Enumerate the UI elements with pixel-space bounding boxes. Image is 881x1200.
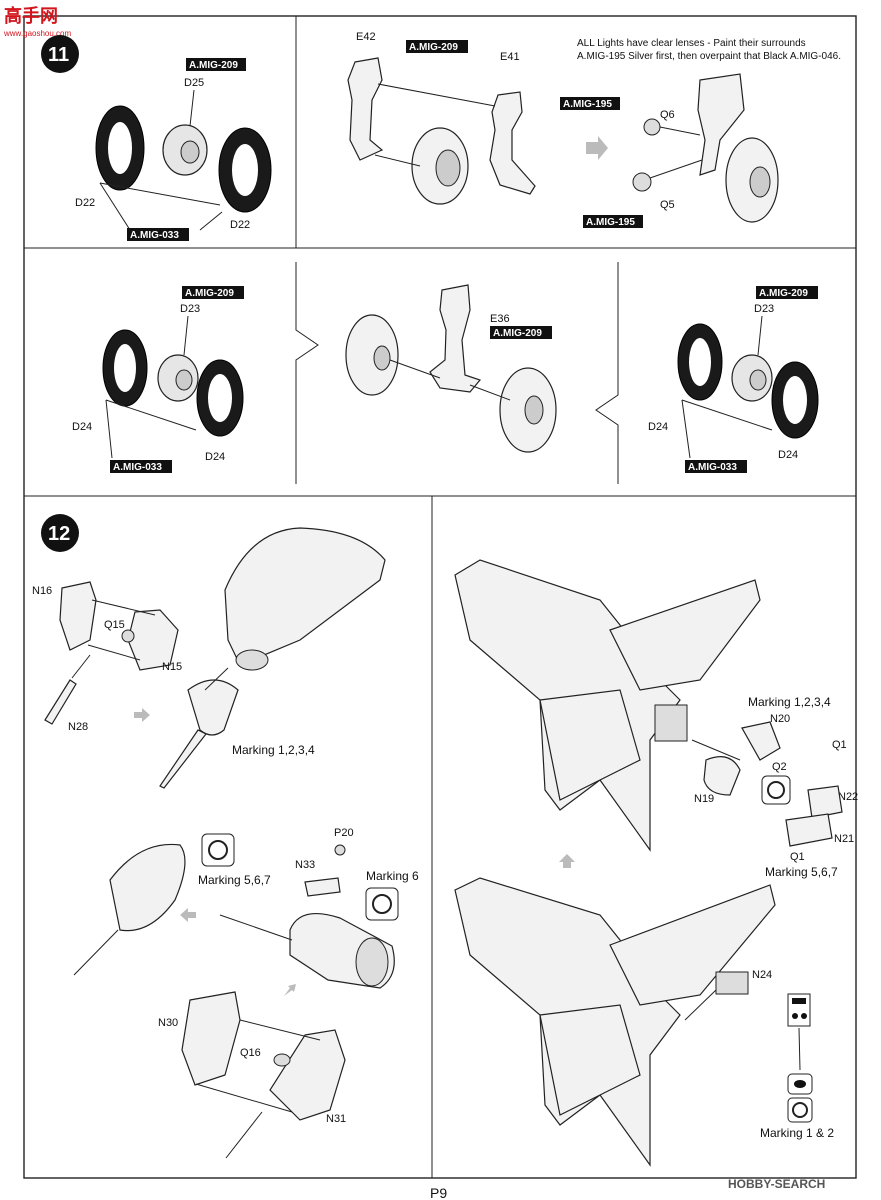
svg-text:12: 12 [48,523,70,545]
svg-text:A.MIG-209: A.MIG-209 [759,288,808,299]
part-label: D22 [230,219,250,231]
part-label: N24 [752,969,772,981]
nose-cone-assembly [44,527,386,789]
svg-text:A.MIG-195: A.MIG-195 [586,217,635,228]
part-label: Q2 [772,761,787,773]
decal-sheet-icon [787,993,811,1071]
svg-text:A.MIG-195: A.MIG-195 [563,99,612,110]
part-n20 [741,721,781,761]
svg-text:11: 11 [48,44,69,66]
arrow-icon [134,708,150,722]
rotate-icon [787,1097,813,1123]
svg-text:A.MIG-209: A.MIG-209 [185,288,234,299]
part-label: D24 [778,449,798,461]
part-label: D22 [75,197,95,209]
row2-nose-gear [345,284,557,453]
arrow-up-icon [559,854,575,868]
part-label: Q6 [660,109,675,121]
marking-label: Marking 5,6,7 [198,873,271,887]
svg-text:高手网: 高手网 [4,5,58,26]
rotate-icon [201,833,235,867]
part-label: N16 [32,585,52,597]
paint-callout: A.MIG-209 [490,326,552,339]
marking-label: Marking 1,2,3,4 [232,743,315,757]
part-label: N28 [68,721,88,733]
part-label: D23 [754,303,774,315]
part-label: N15 [162,661,182,673]
paint-callout: A.MIG-195 [560,97,620,110]
part-label: Q1 [790,851,805,863]
marking-label: Marking 5,6,7 [765,865,838,879]
part-label: N21 [834,833,854,845]
svg-text:A.MIG-209: A.MIG-209 [493,328,542,339]
svg-text:A.MIG-033: A.MIG-033 [113,462,162,473]
part-label: D24 [205,451,225,463]
step11-gear-complete [632,73,779,223]
svg-text:A.MIG-209: A.MIG-209 [409,42,458,53]
part-label: D24 [72,421,92,433]
part-label: D25 [184,77,204,89]
paint-callout: A.MIG-195 [583,215,643,228]
paint-note: ALL Lights have clear lenses - Paint the… [577,38,806,49]
part-label: N19 [694,793,714,805]
step11-wheel-assembly [95,105,272,231]
paint-callout: A.MIG-209 [756,286,818,299]
part-label: N30 [158,1017,178,1029]
row2-left-wheel [102,329,244,459]
part-n21 [785,813,833,847]
svg-text:www.gaoshou.com: www.gaoshou.com [3,29,71,38]
part-label: E36 [490,313,510,325]
part-label: P20 [334,827,354,839]
paint-callout: A.MIG-033 [110,460,172,473]
step-11-badge: 11 [41,35,79,73]
arrow-icon [284,984,296,996]
nose-cone-halves-b [181,991,346,1159]
paint-drop-icon [787,1073,813,1095]
rotate-icon [761,775,791,805]
marking-label: Marking 6 [366,869,419,883]
row2-right-wheel [677,323,819,459]
part-n22 [807,785,843,819]
part-label: N22 [838,791,858,803]
svg-text:A.MIG-033: A.MIG-033 [688,462,737,473]
paint-callout: A.MIG-209 [406,40,468,53]
part-label: N31 [326,1113,346,1125]
paint-callout: A.MIG-033 [685,460,747,473]
airframe-tail-top [454,559,761,852]
part-label: N33 [295,859,315,871]
watermark-text: HOBBY-SEARCH [728,1177,825,1191]
part-label: Q1 [832,739,847,751]
part-label: N20 [770,713,790,725]
part-label: Q5 [660,199,675,211]
marking-label: Marking 1 & 2 [760,1126,834,1140]
arrow-icon [586,136,608,160]
paint-callout: A.MIG-033 [127,228,189,241]
nose-probe-variant [73,843,395,996]
part-label: E42 [356,31,376,43]
part-label: D24 [648,421,668,433]
part-label: Q15 [104,619,125,631]
paint-note: A.MIG-195 Silver first, then overpaint t… [577,51,841,62]
step-12-badge: 12 [41,514,79,552]
svg-text:A.MIG-033: A.MIG-033 [130,230,179,241]
paint-callout: A.MIG-209 [186,58,246,71]
part-n19 [703,756,741,796]
watermark-logo: 高手网 www.gaoshou.com [3,5,71,38]
marking-label: Marking 1,2,3,4 [748,695,831,709]
airframe-tail-bottom [454,877,776,1167]
part-label: D23 [180,303,200,315]
part-label: Q16 [240,1047,261,1059]
part-label: E41 [500,51,520,63]
svg-text:A.MIG-209: A.MIG-209 [189,60,238,71]
page-frame [23,15,857,1179]
step11-gear-legs [347,57,536,205]
arrow-icon [180,908,196,922]
page-number: P9 [430,1185,447,1200]
paint-callout: A.MIG-209 [182,286,244,299]
rotate-icon [365,887,399,921]
